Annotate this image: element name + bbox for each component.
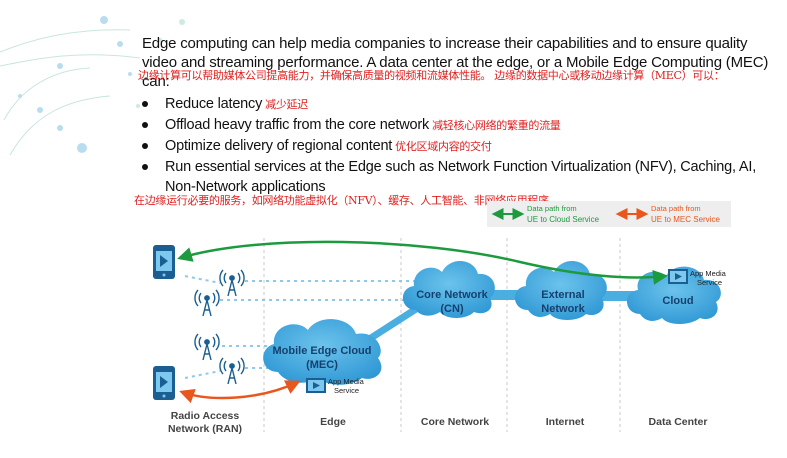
legend-mec-line2: UE to MEC Service: [651, 215, 720, 224]
legend-mec-line1: Data path from: [651, 204, 701, 213]
ue-to-cloud-path: [177, 240, 668, 285]
cloud-app-line1: App Media: [690, 269, 727, 278]
mec-cloud-line1: Mobile Edge Cloud: [273, 345, 372, 357]
mec-cloud-line2: (MEC): [306, 359, 338, 371]
bullet-text: Reduce latency: [165, 96, 263, 112]
legend-box: [487, 201, 731, 227]
background-decoration: [0, 16, 185, 156]
column-labels: Radio Access Network (RAN) Edge Core Net…: [168, 410, 708, 435]
cell-tower-icon: [194, 333, 220, 361]
mec-cloud: Mobile Edge Cloud (MEC): [263, 319, 382, 385]
cell-tower-icon: [219, 357, 245, 385]
cloud-app-media-service: App Media Service: [668, 269, 727, 287]
cell-tower-icon: [194, 289, 220, 317]
column-data-center: Data Center: [649, 416, 708, 428]
bullet-offload-traffic: Offload heavy traffic from the core netw…: [142, 115, 772, 136]
bullet-text: Optimize delivery of regional content: [165, 138, 393, 154]
bullet-translation: 减轻核心网络的繁重的流量: [432, 119, 561, 132]
core-cloud-line1: Core Network: [416, 289, 488, 301]
intro-translation: 边缘计算可以帮助媒体公司提高能力，并确保高质量的视频和流媒体性能。 边缘的数据中…: [138, 69, 725, 82]
column-ran-line2: Network (RAN): [168, 423, 242, 435]
external-cloud-line2: Network: [541, 303, 585, 315]
services-translation: 在边缘运行必要的服务，如网络功能虚拟化（NFV）、缓存、人工智能、非网络应用程序…: [134, 194, 560, 207]
column-ran-line1: Radio Access: [171, 410, 240, 422]
mec-app-line1: App Media: [328, 377, 365, 386]
cloud-label: Cloud: [662, 295, 693, 307]
cell-tower-icon: [219, 269, 245, 297]
cloud-app-line2: Service: [697, 278, 722, 287]
intro-paragraph: Edge computing can help media companies …: [142, 35, 769, 90]
bullet-translation: 优化区域内容的交付: [395, 140, 492, 153]
legend-cloud-path: Data path from UE to Cloud Service: [491, 204, 600, 224]
mec-app-line2: Service: [334, 386, 359, 395]
external-cloud-link: [595, 291, 640, 301]
phone-icon: [153, 366, 175, 400]
legend-cloud-line1: Data path from: [527, 204, 577, 213]
legend-cloud-line2: UE to Cloud Service: [527, 215, 600, 224]
column-core-network: Core Network: [421, 416, 489, 428]
external-cloud-line1: External: [541, 289, 584, 301]
column-edge: Edge: [320, 416, 346, 428]
bullet-text: Run essential services at the Edge such …: [165, 159, 757, 195]
phone-icon: [153, 245, 175, 279]
bullet-text: Offload heavy traffic from the core netw…: [165, 117, 430, 133]
column-internet: Internet: [546, 416, 585, 428]
core-external-link: [480, 290, 525, 300]
bullet-essential-services: Run essential services at the Edge such …: [142, 157, 772, 197]
core-cloud-line2: (CN): [440, 303, 464, 315]
mec-app-media-service: App Media Service: [306, 377, 365, 395]
legend: Data path from UE to Cloud Service Data …: [487, 201, 731, 227]
legend-mec-path: Data path from UE to MEC Service: [615, 204, 720, 224]
core-network-cloud: Core Network (CN): [402, 260, 495, 318]
ue-to-mec-path: [179, 380, 301, 404]
bullet-translation: 减少延迟: [265, 98, 308, 111]
